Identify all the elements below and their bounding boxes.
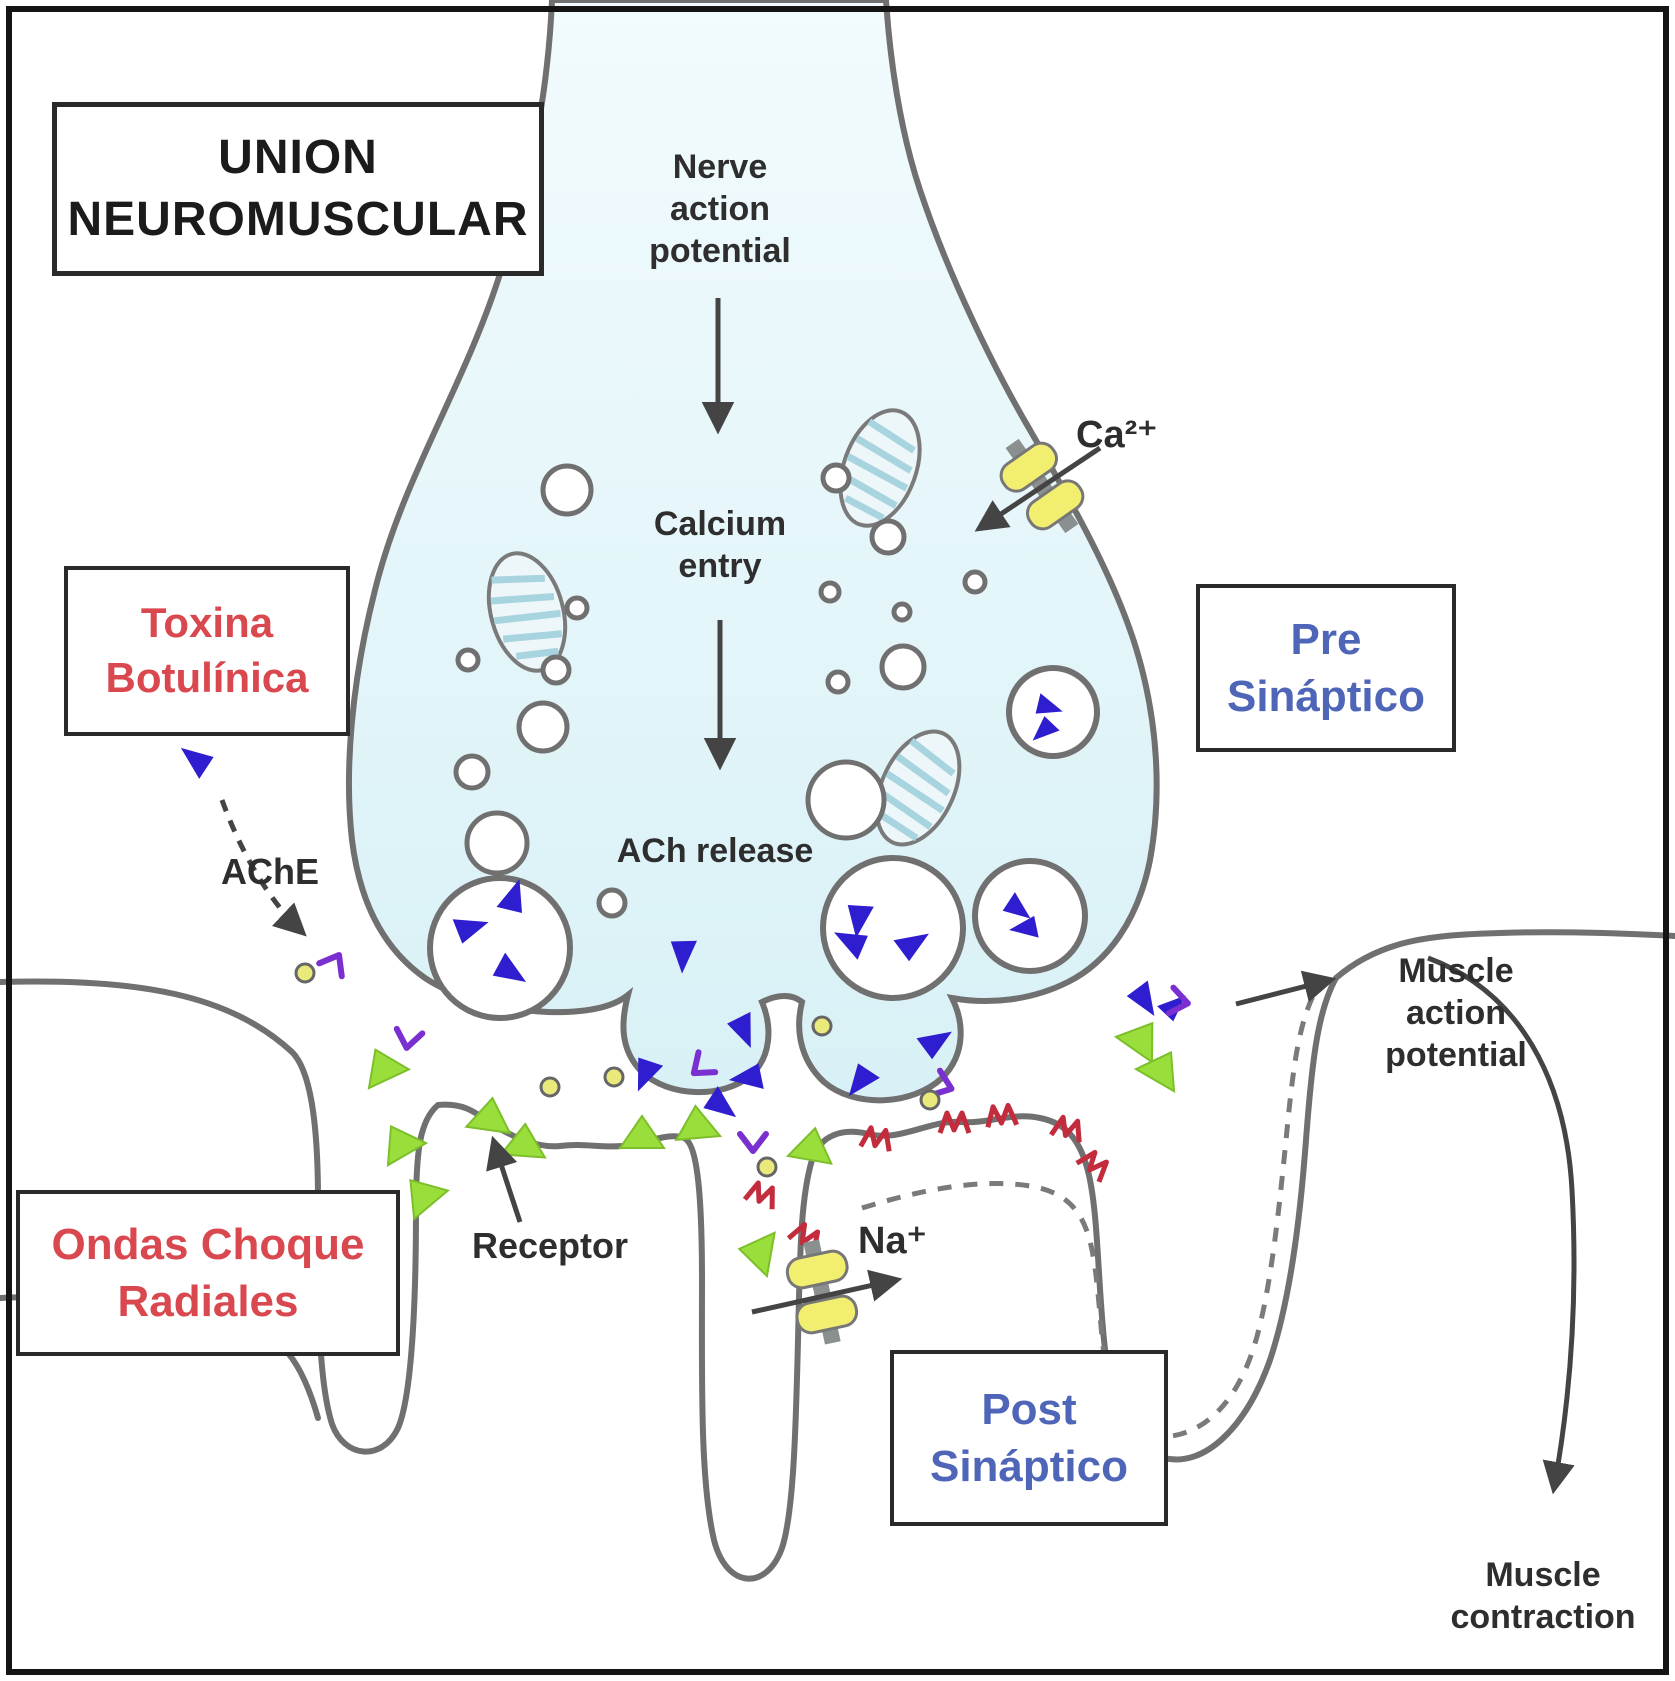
post-synaptic-box: Post Sináptico	[890, 1350, 1168, 1526]
receptor-pointer-arrow	[486, 1135, 523, 1223]
title-box: UNION NEUROMUSCULAR	[52, 102, 544, 276]
na-ion-arrow	[751, 1269, 903, 1315]
ach-release-label: ACh release	[616, 832, 814, 870]
ca-ion-label: Ca²⁺	[1076, 414, 1158, 456]
calcium-entry-label: Calcium entry	[653, 505, 787, 586]
muscle-action-potential-label: Muscle action potential	[1385, 952, 1527, 1075]
ache-label: AChE	[221, 851, 319, 892]
na-ion-label: Na⁺	[858, 1220, 927, 1262]
muscle-contraction-arrow	[1427, 955, 1577, 1495]
ache-dashed-arrow	[219, 799, 307, 937]
muscle-ap-arrow	[1235, 970, 1337, 1007]
ondas-choque-radiales-box: Ondas Choque Radiales	[16, 1190, 400, 1356]
receptor-label: Receptor	[471, 1225, 629, 1266]
arrows	[219, 298, 1577, 1495]
toxina-botulinica-box: Toxina Botulínica	[64, 566, 350, 736]
pre-synaptic-box: Pre Sináptico	[1196, 584, 1456, 752]
synaptic-vesicles	[453, 462, 988, 919]
presynaptic-terminal	[345, 0, 1160, 1104]
ach-vesicles	[427, 665, 1100, 1021]
ca-ion-arrow	[974, 445, 1102, 532]
nerve-action-potential-label: Nerve action potential	[649, 148, 791, 271]
muscle-contraction-label: Muscle contraction	[1450, 1556, 1636, 1637]
